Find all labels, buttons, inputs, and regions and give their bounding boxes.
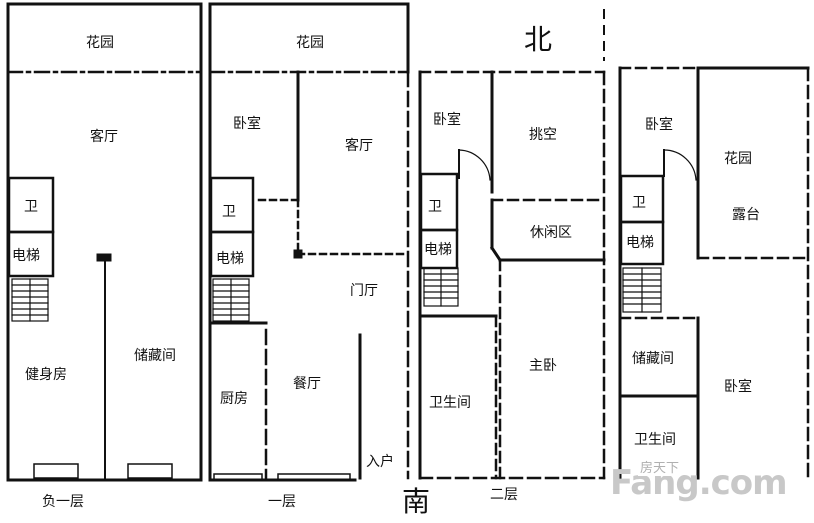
f3-bedroom2: 卧室 (724, 379, 752, 395)
f2-master: 主卧 (529, 358, 557, 374)
f1-entrance: 入户 (366, 454, 394, 470)
watermark-logo: Fang.com (610, 463, 788, 503)
b1-gym: 健身房 (25, 367, 67, 383)
f3-elevator: 电梯 (626, 235, 654, 251)
floor-f1-walls (208, 2, 410, 482)
watermark-text: 房天下 (638, 457, 682, 476)
b1-living: 客厅 (90, 129, 118, 145)
floor-f3-walls (618, 66, 810, 480)
floor-f2-walls (418, 70, 606, 480)
b1-floor-label: 负一层 (42, 494, 84, 510)
f3-storage: 储藏间 (632, 351, 674, 367)
f1-garden: 花园 (296, 35, 324, 51)
f3-garden: 花园 (724, 151, 752, 167)
f1-floor-label: 一层 (268, 494, 296, 510)
south-label: 南 (402, 485, 431, 518)
b1-bath: 卫 (24, 199, 38, 215)
f2-bath: 卫 (428, 199, 442, 215)
f2-elevator: 电梯 (424, 242, 452, 258)
f1-living: 客厅 (345, 138, 373, 154)
b1-elevator: 电梯 (12, 248, 40, 264)
f3-bathroom: 卫生间 (634, 432, 676, 448)
f2-bedroom: 卧室 (433, 112, 461, 128)
f1-bedroom: 卧室 (233, 116, 261, 132)
floor-b1-walls (6, 2, 203, 482)
f2-floor-label: 二层 (490, 487, 518, 503)
f1-kitchen: 厨房 (220, 391, 248, 407)
b1-garden: 花园 (86, 35, 114, 51)
f1-elevator: 电梯 (216, 251, 244, 267)
f2-lounge: 休闲区 (530, 225, 572, 241)
f2-bathroom: 卫生间 (429, 395, 471, 411)
f1-dining: 餐厅 (293, 376, 321, 392)
f3-terrace: 露台 (732, 207, 760, 223)
north-label: 北 (524, 23, 553, 56)
b1-storage: 储藏间 (134, 348, 176, 364)
f3-bedroom: 卧室 (645, 117, 673, 133)
f1-foyer: 门厅 (350, 283, 378, 299)
f2-void: 挑空 (529, 127, 557, 143)
f3-bath: 卫 (632, 195, 646, 211)
watermark: Fang.com 房天下 (610, 457, 800, 507)
f1-bath: 卫 (222, 204, 236, 220)
